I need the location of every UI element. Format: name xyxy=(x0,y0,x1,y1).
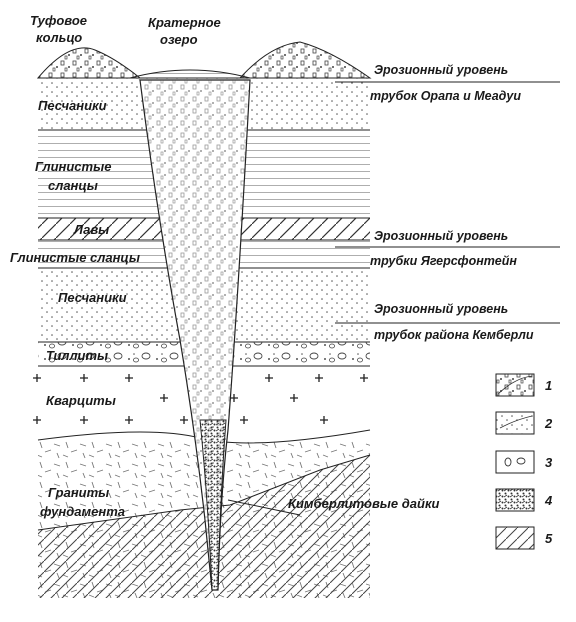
shale-top-label-1: Глинистые xyxy=(35,159,111,174)
shale-middle-label: Глинистые сланцы xyxy=(10,250,140,265)
erosion-level-3-line2: трубок района Кемберли xyxy=(374,328,534,342)
legend-item-2: 2 xyxy=(496,412,553,434)
granite-label-1: Граниты xyxy=(48,485,109,500)
crater-lake-label-1: Кратерное xyxy=(148,15,221,30)
shale-top-label-2: сланцы xyxy=(48,178,98,193)
kimberlite-dike-label: Кимберлитовые дайки xyxy=(288,496,440,511)
sandstone-middle-label: Песчаники xyxy=(58,290,127,305)
erosion-level-2-line2: трубки Ягерсфонтейн xyxy=(370,254,517,268)
crater-lake-label-2: озеро xyxy=(160,32,198,47)
granite-label-2: фундамента xyxy=(40,504,125,519)
sandstone-top-label: Песчаники xyxy=(38,98,107,113)
legend-number-1: 1 xyxy=(545,378,552,393)
erosion-level-1-line1: Эрозионный уровень xyxy=(374,63,508,77)
legend-number-5: 5 xyxy=(545,531,553,546)
tuff-ring-right xyxy=(240,42,370,78)
legend-number-3: 3 xyxy=(545,455,553,470)
legend: 1 2 3 4 5 xyxy=(496,374,553,549)
tuff-ring-label-2: кольцо xyxy=(36,30,82,45)
legend-item-4: 4 xyxy=(496,489,553,511)
legend-number-2: 2 xyxy=(544,416,553,431)
legend-item-5: 5 xyxy=(496,527,553,549)
tillite-label: Тиллиты xyxy=(46,348,108,363)
quartzite-label: Кварциты xyxy=(46,393,116,408)
erosion-level-2-line1: Эрозионный уровень xyxy=(374,229,508,243)
legend-number-4: 4 xyxy=(544,493,553,508)
erosion-level-1-line2: трубок Орапа и Меадуи xyxy=(370,89,521,103)
erosion-level-labels: Эрозионный уровень трубок Орапа и Меадуи… xyxy=(370,63,534,342)
legend-item-1: 1 xyxy=(496,374,552,396)
tuff-ring-left xyxy=(38,48,140,78)
tuff-ring-label-1: Туфовое xyxy=(30,13,87,28)
erosion-level-3-line1: Эрозионный уровень xyxy=(374,302,508,316)
lava-label: Лавы xyxy=(73,222,109,237)
legend-item-3: 3 xyxy=(496,451,553,473)
